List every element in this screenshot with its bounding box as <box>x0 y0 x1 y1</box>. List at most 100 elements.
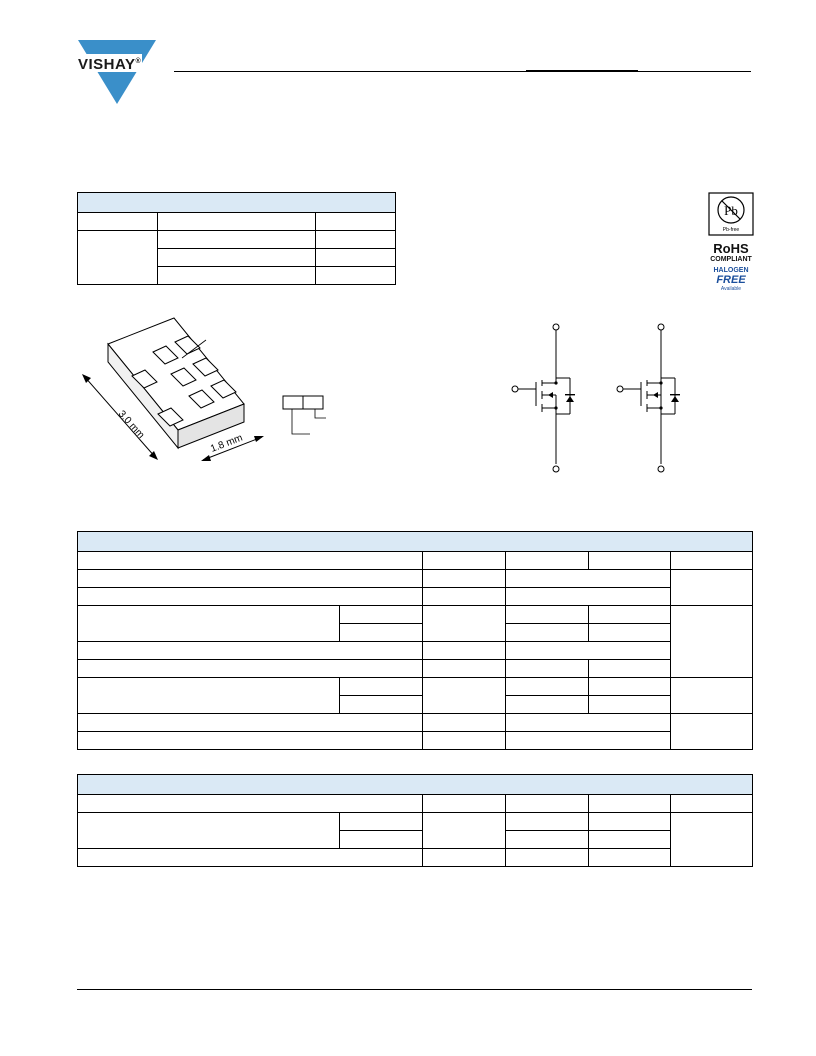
table-cell <box>77 812 340 849</box>
table-cell <box>505 812 589 831</box>
table-title-cell <box>76 774 754 795</box>
table-cell <box>422 812 506 849</box>
table-cell <box>157 212 316 231</box>
mosfet-schematic <box>511 323 680 473</box>
vishay-logo <box>78 40 156 104</box>
table-cell <box>669 551 754 570</box>
table-cell <box>157 266 316 285</box>
table-title-cell <box>76 192 397 213</box>
table-cell <box>77 551 423 570</box>
table-cell <box>669 812 754 867</box>
table-cell <box>669 605 754 678</box>
table-cell <box>505 551 589 570</box>
table-cell <box>339 677 423 696</box>
table-cell <box>157 230 316 249</box>
table-cell <box>339 830 423 849</box>
table-cell <box>77 605 340 642</box>
header-rule <box>174 71 751 72</box>
compliant-label: COMPLIANT <box>710 256 752 263</box>
halogen-label: HALOGEN <box>713 267 749 274</box>
table-cell <box>77 230 158 285</box>
table-cell <box>588 848 671 867</box>
available-label: Available <box>720 286 742 292</box>
table-cell <box>77 848 423 867</box>
table-cell <box>505 848 589 867</box>
marking-box <box>282 395 304 410</box>
diode-icon <box>566 396 574 402</box>
table-cell <box>339 695 423 714</box>
diode-icon <box>671 396 679 402</box>
table-cell <box>422 605 506 642</box>
table-cell <box>505 713 671 732</box>
table-cell <box>505 587 671 606</box>
table-cell <box>588 794 671 813</box>
table-cell <box>505 731 671 750</box>
table-cell <box>588 605 671 624</box>
table-cell <box>505 794 589 813</box>
table-cell <box>339 812 423 831</box>
table-cell <box>505 623 589 642</box>
table-cell <box>505 695 589 714</box>
table-cell <box>339 623 423 642</box>
table-cell <box>669 569 754 606</box>
arrow-icon <box>254 436 264 442</box>
table-cell <box>77 569 423 588</box>
table-cell <box>339 605 423 624</box>
table-cell <box>505 641 671 660</box>
table-cell <box>588 623 671 642</box>
table-cell <box>422 713 506 732</box>
marking-box <box>302 395 324 410</box>
svg-text:Pb-free: Pb-free <box>723 227 740 233</box>
table-cell <box>588 812 671 831</box>
compliance-badges: Pb Pb-free RoHS COMPLIANT HALOGEN FREE A… <box>706 192 756 292</box>
dimension-length-label: 3.0 mm <box>116 409 146 441</box>
table-cell <box>314 230 397 249</box>
table-cell <box>77 677 340 714</box>
table-cell <box>77 713 423 732</box>
table-cell <box>669 794 754 813</box>
table-cell <box>157 248 316 267</box>
table-cell <box>588 677 671 696</box>
arrow-icon <box>149 451 158 460</box>
table-cell <box>422 587 506 606</box>
arrow-icon <box>82 374 91 383</box>
table-cell <box>77 641 423 660</box>
table-cell <box>588 659 671 678</box>
table-cell <box>669 713 754 750</box>
free-label: FREE <box>716 274 746 286</box>
table-cell <box>505 677 589 696</box>
svg-text:Pb: Pb <box>724 203 738 218</box>
package-drawing: 3.0 mm 1.8 mm <box>82 317 326 461</box>
table-cell <box>422 569 506 588</box>
dimension-width-label: 1.8 mm <box>209 433 244 455</box>
table-cell <box>505 830 589 849</box>
header-rule-accent <box>526 70 638 72</box>
table-cell <box>314 248 397 267</box>
arrow-icon <box>653 392 658 398</box>
table-cell <box>669 677 754 714</box>
table-cell <box>77 659 423 678</box>
table-cell <box>422 677 506 714</box>
table-cell <box>422 641 506 660</box>
ratings-table <box>76 531 754 750</box>
table-cell <box>422 848 506 867</box>
table-cell <box>422 551 506 570</box>
table-title-cell <box>76 531 754 552</box>
table-cell <box>77 794 423 813</box>
table-cell <box>505 659 589 678</box>
table-cell <box>588 551 671 570</box>
thermal-table <box>76 774 754 867</box>
product-summary-table <box>76 192 397 285</box>
brand-name: VISHAY® <box>77 54 143 73</box>
table-cell <box>314 212 397 231</box>
rohs-label: RoHS <box>713 241 749 256</box>
table-cell <box>422 731 506 750</box>
pin-leader-line <box>181 339 207 359</box>
table-cell <box>588 695 671 714</box>
table-cell <box>77 731 423 750</box>
table-cell <box>77 212 158 231</box>
table-cell <box>77 587 423 606</box>
arrow-icon <box>201 455 211 461</box>
table-cell <box>422 659 506 678</box>
table-cell <box>314 266 397 285</box>
